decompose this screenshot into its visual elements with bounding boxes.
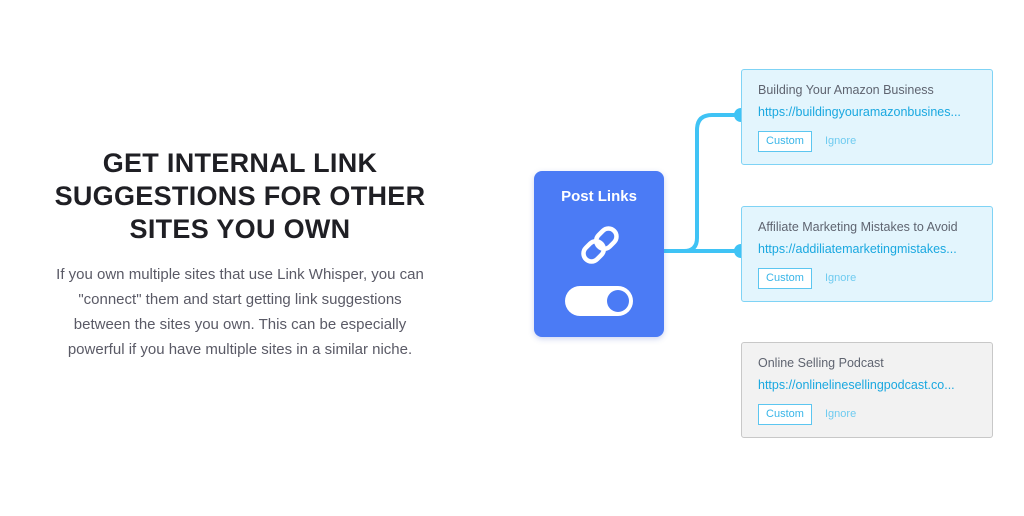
heading-line: SITES YOU OWN <box>129 214 351 244</box>
description-line: powerful if you have multiple sites in a… <box>67 341 413 358</box>
heading-line: GET INTERNAL LINK <box>102 148 378 178</box>
section-heading: GET INTERNAL LINK SUGGESTIONS FOR OTHER … <box>40 147 440 246</box>
link-icon <box>581 226 619 264</box>
section-description: If you own multiple sites that use Link … <box>30 262 450 362</box>
site-url-link[interactable]: https://onlinelinesellingpodcast.co... <box>758 378 955 392</box>
connector-line <box>653 113 743 253</box>
site-url-link[interactable]: https://buildingyouramazonbusines... <box>758 105 961 119</box>
description-line: between the sites you own. This can be e… <box>73 316 407 333</box>
site-card: Building Your Amazon Business https://bu… <box>741 69 993 165</box>
description-line: "connect" them and start getting link su… <box>78 291 402 308</box>
site-card: Online Selling Podcast https://onlinelin… <box>741 342 993 438</box>
post-links-title: Post Links <box>561 188 637 205</box>
ignore-button[interactable]: Ignore <box>825 408 857 420</box>
heading-line: SUGGESTIONS FOR OTHER <box>54 181 426 211</box>
description-line: If you own multiple sites that use Link … <box>56 266 424 283</box>
site-card: Affiliate Marketing Mistakes to Avoid ht… <box>741 206 993 302</box>
ignore-button[interactable]: Ignore <box>825 272 857 284</box>
site-title: Affiliate Marketing Mistakes to Avoid <box>758 220 958 234</box>
post-links-toggle[interactable] <box>565 286 633 316</box>
site-title: Online Selling Podcast <box>758 356 884 370</box>
site-title: Building Your Amazon Business <box>758 83 934 97</box>
custom-button[interactable]: Custom <box>758 404 812 425</box>
custom-button[interactable]: Custom <box>758 268 812 289</box>
site-url-link[interactable]: https://addiliatemarketingmistakes... <box>758 242 957 256</box>
custom-button[interactable]: Custom <box>758 131 812 152</box>
ignore-button[interactable]: Ignore <box>825 135 857 147</box>
post-links-card: Post Links <box>534 171 664 337</box>
toggle-knob <box>607 290 629 312</box>
